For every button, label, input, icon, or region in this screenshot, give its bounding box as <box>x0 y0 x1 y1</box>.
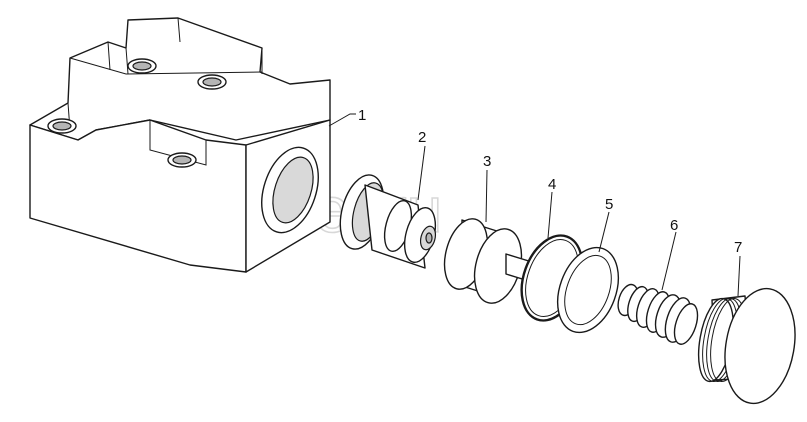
callout-6: 6 <box>661 217 678 291</box>
callout-2: 2 <box>417 129 426 201</box>
part-3-piston <box>443 218 540 304</box>
callout-label-2: 2 <box>418 129 426 146</box>
part-2-spool <box>339 174 437 269</box>
callout-label-1: 1 <box>358 107 366 124</box>
part-7-plug <box>697 287 796 405</box>
callout-label-4: 4 <box>548 176 556 193</box>
callout-5: 5 <box>598 196 613 253</box>
callout-4: 4 <box>547 176 556 239</box>
callout-label-3: 3 <box>483 153 491 170</box>
callout-7: 7 <box>734 239 742 297</box>
part-5-backup-ring <box>556 246 620 334</box>
callout-label-7: 7 <box>734 239 742 256</box>
callout-label-6: 6 <box>670 217 678 234</box>
part-1-valve-body <box>29 17 331 273</box>
callout-1: 1 <box>328 107 366 127</box>
callout-3: 3 <box>483 153 491 223</box>
callout-label-5: 5 <box>605 196 613 213</box>
part-6-spring <box>617 283 699 345</box>
